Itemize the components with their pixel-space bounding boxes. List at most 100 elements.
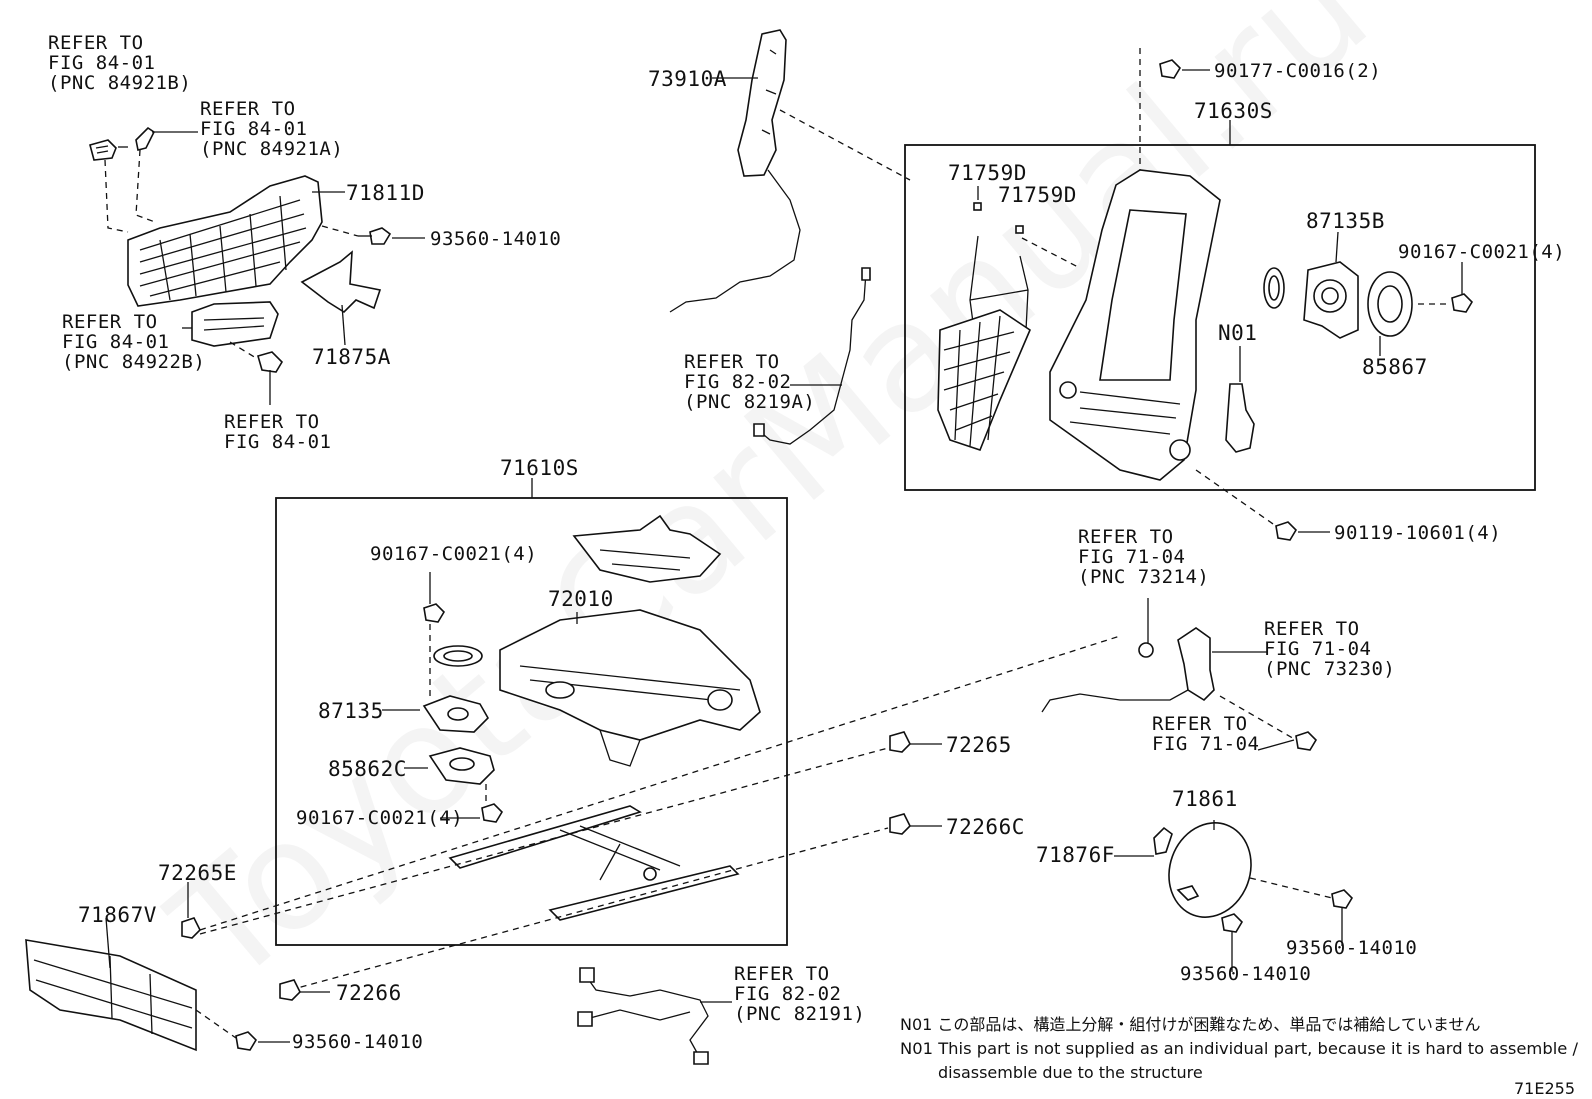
svg-text:FIG 71-04: FIG 71-04 bbox=[1264, 638, 1371, 660]
cover-71861 bbox=[1168, 822, 1252, 918]
svg-text:(PNC 82191): (PNC 82191) bbox=[734, 1003, 865, 1025]
seat-cover-71867V bbox=[25, 939, 197, 1052]
svg-text:FIG 82-02: FIG 82-02 bbox=[734, 983, 841, 1005]
ref-label-84921a: REFER TO FIG 84-01 (PNC 84921A) bbox=[200, 98, 343, 160]
cushion-spring bbox=[572, 514, 722, 583]
part-number-71875A: 71875A bbox=[312, 345, 391, 369]
seat-frame-72010 bbox=[499, 609, 761, 767]
clip-71759D-a bbox=[973, 202, 982, 211]
note-english-line2: disassemble due to the structure bbox=[938, 1063, 1203, 1082]
bolt-90167-bottom bbox=[481, 803, 504, 823]
note-english-line1: N01 This part is not supplied as an indi… bbox=[900, 1039, 1579, 1058]
wire-harness-8219A bbox=[753, 267, 871, 445]
lumbar-support-panel bbox=[937, 235, 1031, 451]
part-number-93560-b: 93560-14010 bbox=[292, 1031, 423, 1053]
part-number-N01: N01 bbox=[1218, 321, 1257, 345]
ref-label-84922b: REFER TO FIG 84-01 (PNC 84922B) bbox=[62, 311, 205, 373]
svg-text:FIG 71-04: FIG 71-04 bbox=[1152, 733, 1259, 755]
bolt-71-04 bbox=[1295, 731, 1318, 751]
part-number-87135: 87135 bbox=[318, 699, 384, 723]
bolt-90177 bbox=[1159, 59, 1182, 79]
svg-text:REFER TO: REFER TO bbox=[224, 411, 320, 433]
svg-text:REFER TO: REFER TO bbox=[1152, 713, 1248, 735]
part-number-73910A: 73910A bbox=[648, 67, 727, 91]
switch-84922b bbox=[191, 301, 279, 347]
switch-knob-84921b bbox=[89, 139, 117, 161]
seal-ring bbox=[1263, 267, 1285, 309]
screw-93560-c bbox=[1221, 913, 1244, 933]
seatback-frame bbox=[1049, 169, 1221, 481]
clip-72265E bbox=[181, 917, 201, 939]
clip-71759D-b bbox=[1015, 225, 1024, 234]
svg-text:FIG 71-04: FIG 71-04 bbox=[1078, 546, 1185, 568]
recliner-87135B bbox=[1303, 261, 1359, 339]
cover-85862C bbox=[428, 747, 495, 785]
bolt-90167-top bbox=[423, 603, 446, 623]
figure-code: 71E255 bbox=[1514, 1079, 1575, 1098]
part-number-72265E: 72265E bbox=[158, 861, 237, 885]
svg-text:REFER TO: REFER TO bbox=[684, 351, 780, 373]
part-number-90167-bottom: 90167-C0021(4) bbox=[296, 807, 463, 829]
svg-text:REFER TO: REFER TO bbox=[200, 98, 296, 120]
svg-text:REFER TO: REFER TO bbox=[48, 32, 144, 54]
svg-text:REFER TO: REFER TO bbox=[734, 963, 830, 985]
part-number-71630S: 71630S bbox=[1194, 99, 1273, 123]
part-number-87135B: 87135B bbox=[1306, 209, 1385, 233]
ref-label-71-04: REFER TO FIG 71-04 bbox=[1152, 713, 1259, 755]
screw-84-01 bbox=[257, 351, 284, 405]
part-number-93560-d: 93560-14010 bbox=[1286, 937, 1417, 959]
ref-label-73214: REFER TO FIG 71-04 (PNC 73214) bbox=[1078, 526, 1209, 588]
svg-text:FIG 84-01: FIG 84-01 bbox=[48, 52, 155, 74]
part-number-72010: 72010 bbox=[548, 587, 614, 611]
part-number-72266C: 72266C bbox=[946, 815, 1025, 839]
part-number-93560-c: 93560-14010 bbox=[1180, 963, 1311, 985]
part-number-85867: 85867 bbox=[1362, 355, 1428, 379]
part-number-93560-a: 93560-14010 bbox=[430, 228, 561, 250]
part-number-90167-top: 90167-C0021(4) bbox=[370, 543, 537, 565]
seat-track bbox=[448, 805, 740, 921]
clip-72266 bbox=[279, 979, 301, 1001]
clip-72265 bbox=[889, 731, 911, 753]
ref-label-73230: REFER TO FIG 71-04 (PNC 73230) bbox=[1264, 618, 1395, 680]
part-number-90119: 90119-10601(4) bbox=[1334, 522, 1501, 544]
part-number-90167-right: 90167-C0021(4) bbox=[1398, 241, 1565, 263]
part-number-90177: 90177-C0016(2) bbox=[1214, 60, 1381, 82]
seat-cushion-shield-71811D bbox=[127, 175, 323, 307]
svg-text:(PNC 73214): (PNC 73214) bbox=[1078, 566, 1209, 588]
part-number-71811D: 71811D bbox=[346, 181, 425, 205]
part-number-71867V: 71867V bbox=[78, 903, 157, 927]
recliner-87135 bbox=[422, 695, 489, 733]
cover-85867 bbox=[1367, 271, 1413, 337]
switch-knob-84921a bbox=[135, 126, 156, 151]
box-71630S bbox=[904, 144, 1536, 491]
screw-93560-b bbox=[235, 1031, 258, 1051]
part-N01 bbox=[1225, 383, 1255, 453]
part-number-72266: 72266 bbox=[336, 981, 402, 1005]
ref-label-8219a: REFER TO FIG 82-02 (PNC 8219A) bbox=[684, 351, 815, 413]
ref-label-84-01: REFER TO FIG 84-01 bbox=[224, 411, 331, 453]
bracket-71875A bbox=[300, 250, 382, 314]
side-airbag-73910A bbox=[669, 29, 801, 313]
svg-text:REFER TO: REFER TO bbox=[1078, 526, 1174, 548]
ring-washer bbox=[433, 645, 483, 667]
svg-text:(PNC 84921B): (PNC 84921B) bbox=[48, 72, 191, 94]
part-number-71861: 71861 bbox=[1172, 787, 1238, 811]
part-number-85862C: 85862C bbox=[328, 757, 407, 781]
clip-72266C bbox=[889, 813, 911, 835]
svg-text:REFER TO: REFER TO bbox=[1264, 618, 1360, 640]
svg-text:FIG 82-02: FIG 82-02 bbox=[684, 371, 791, 393]
clip-71876F bbox=[1153, 826, 1173, 855]
svg-text:(PNC 73230): (PNC 73230) bbox=[1264, 658, 1395, 680]
cover-73214-ring bbox=[1138, 642, 1154, 658]
svg-text:FIG 84-01: FIG 84-01 bbox=[200, 118, 307, 140]
bolt-90167-right bbox=[1451, 293, 1474, 313]
ref-label-82191: REFER TO FIG 82-02 (PNC 82191) bbox=[734, 963, 865, 1025]
part-number-71610S: 71610S bbox=[500, 456, 579, 480]
svg-text:REFER TO: REFER TO bbox=[62, 311, 158, 333]
ref-label-84921b: REFER TO FIG 84-01 (PNC 84921B) bbox=[48, 32, 191, 94]
note-japanese: N01 この部品は、構造上分解・組付けが困難なため、単品では補給していません bbox=[900, 1015, 1480, 1034]
buckle-73230 bbox=[1041, 627, 1215, 713]
wire-harness-82191 bbox=[577, 967, 709, 1065]
bolt-90119 bbox=[1275, 521, 1298, 541]
